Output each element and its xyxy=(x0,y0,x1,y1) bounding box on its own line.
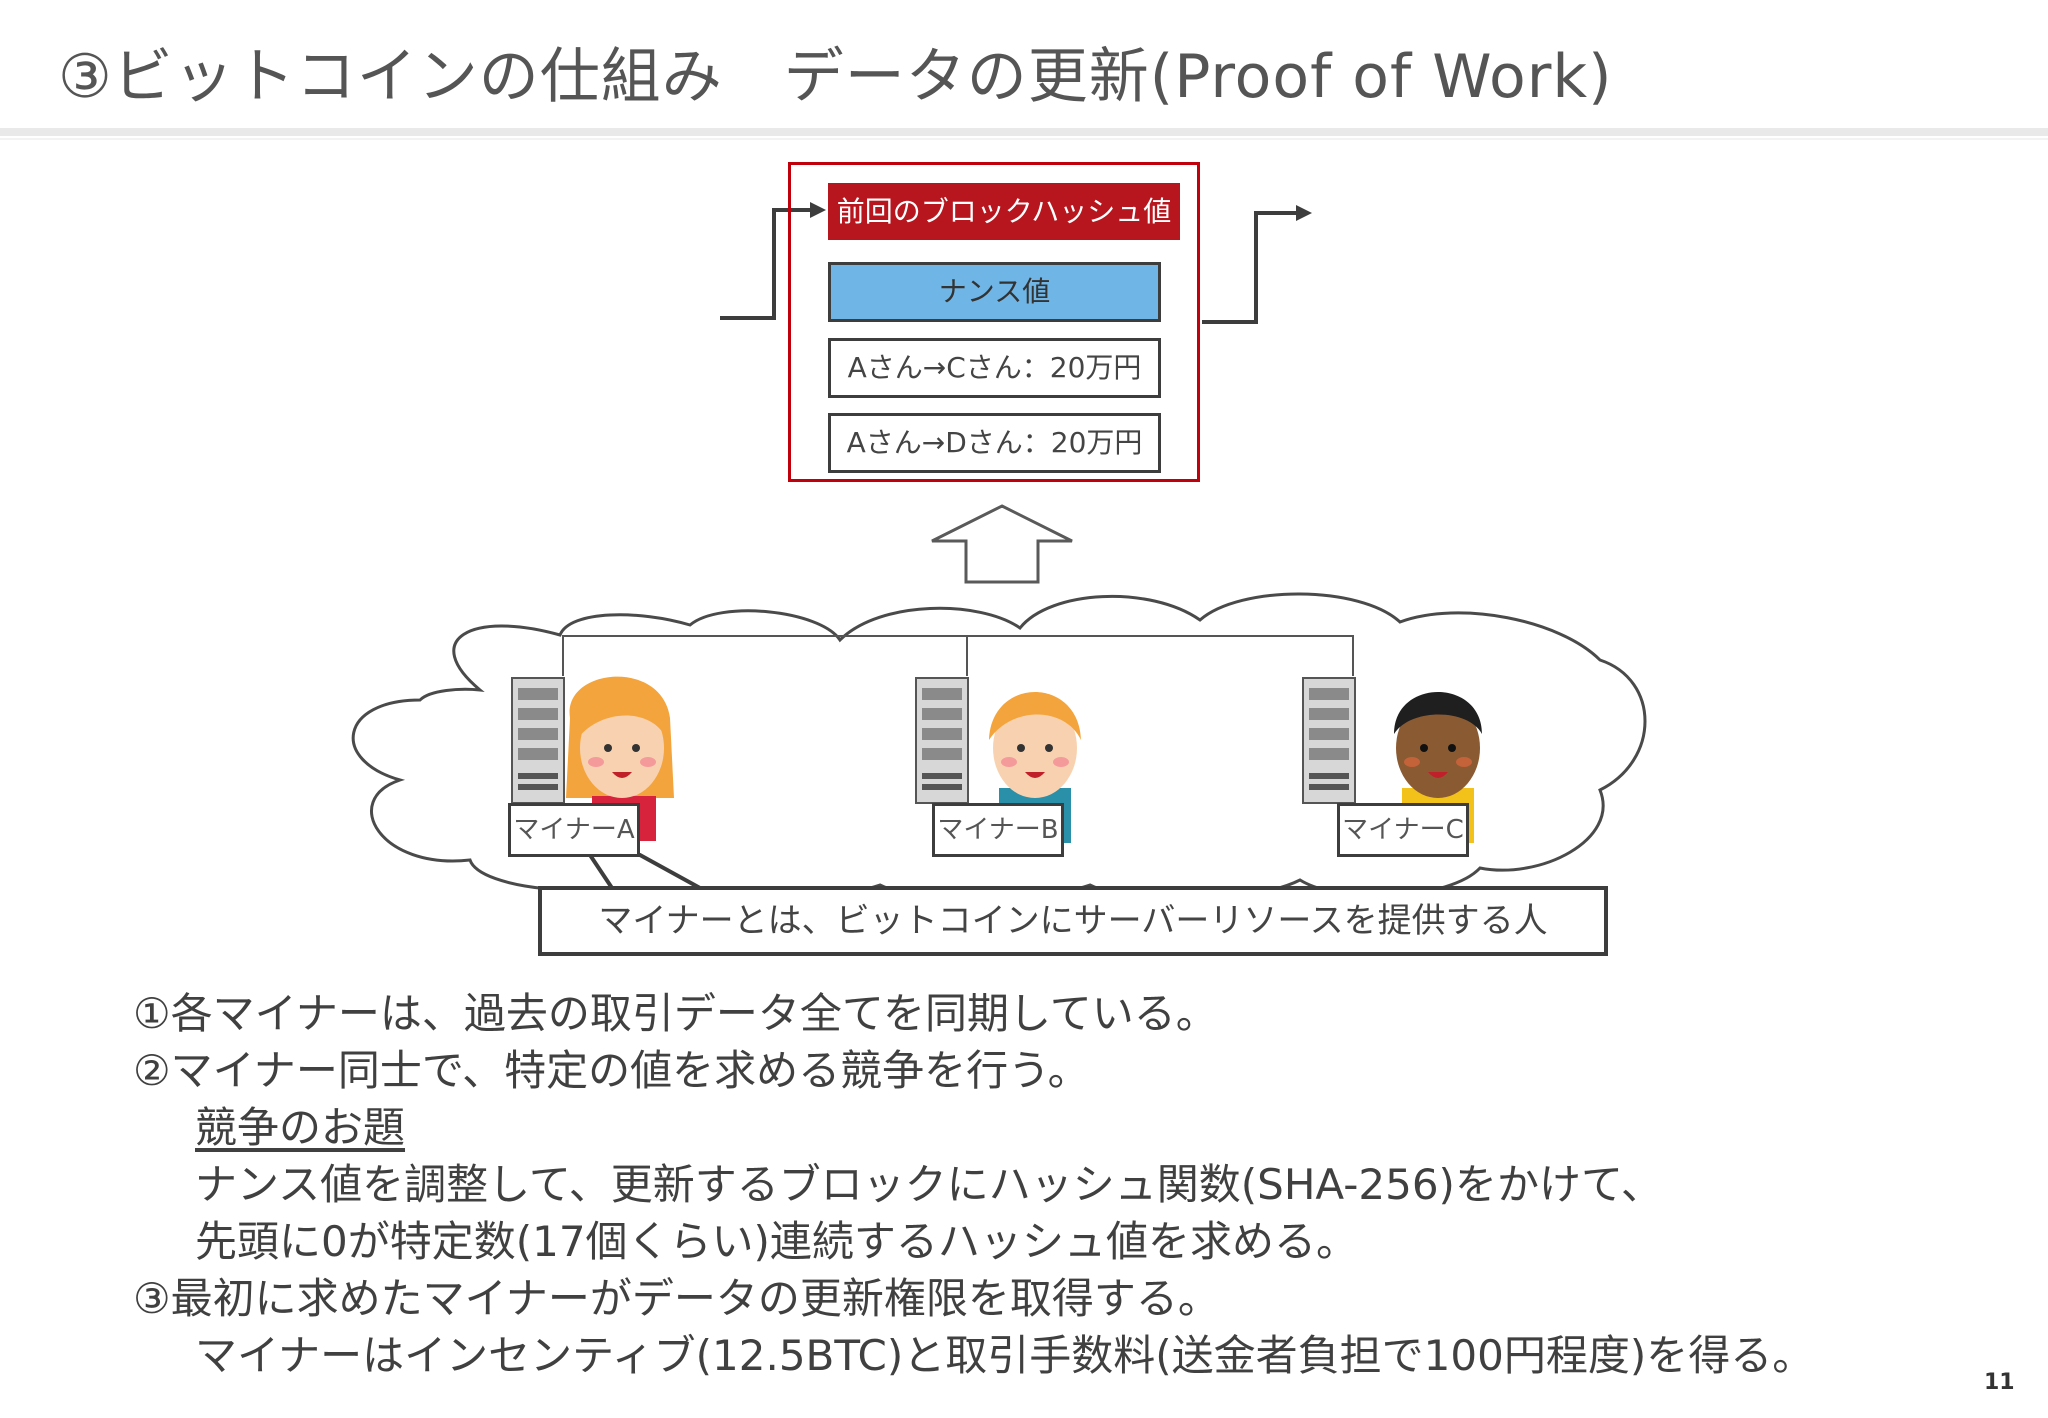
slide-title: ③ビットコインの仕組み データの更新(Proof of Work) xyxy=(58,42,1613,112)
miner-label-b: マイナーB xyxy=(932,803,1064,857)
prev-hash-field: 前回のブロックハッシュ値 xyxy=(828,183,1180,240)
chain-out-arrowhead xyxy=(1296,205,1312,221)
explanation-line-1: ①各マイナーは、過去の取引データ全てを同期している。 xyxy=(133,989,1218,1038)
explanation-line-5: 先頭に0が特定数(17個くらい)連続するハッシュ値を求める。 xyxy=(195,1217,1358,1266)
server-rack-c xyxy=(1302,677,1356,804)
chain-out-arrow xyxy=(1202,211,1298,324)
network-lines xyxy=(562,635,1354,676)
transaction-field-1: Aさん→Cさん：20万円 xyxy=(828,338,1161,398)
chain-in-arrow xyxy=(720,208,812,320)
title-divider-shadow xyxy=(0,138,2048,140)
explanation-line-6: ③最初に求めたマイナーがデータの更新権限を取得する。 xyxy=(133,1274,1220,1323)
chain-in-arrowhead xyxy=(810,202,826,218)
explanation-line-4: ナンス値を調整して、更新するブロックにハッシュ関数(SHA-256)をかけて、 xyxy=(195,1160,1663,1209)
miner-label-c: マイナーC xyxy=(1337,803,1469,857)
page-number: 11 xyxy=(1984,1370,2015,1395)
explanation-line-7: マイナーはインセンティブ(12.5BTC)と取引手数料(送金者負担で100円程度… xyxy=(195,1331,1815,1380)
competition-topic-heading: 競争のお題 xyxy=(195,1103,406,1152)
nonce-field: ナンス値 xyxy=(828,262,1161,322)
server-rack-b xyxy=(915,677,969,804)
miner-label-a: マイナーA xyxy=(508,803,640,857)
title-divider xyxy=(0,128,2048,136)
explanation-line-3: 競争のお題 xyxy=(133,1099,1814,1156)
server-rack-a xyxy=(511,677,565,804)
miner-definition-callout: マイナーとは、ビットコインにサーバーリソースを提供する人 xyxy=(538,886,1608,956)
transaction-field-2: Aさん→Dさん：20万円 xyxy=(828,413,1161,473)
block-frame xyxy=(788,162,1200,482)
up-arrow-icon xyxy=(931,504,1073,584)
explanation-text: ①各マイナーは、過去の取引データ全てを同期している。 ②マイナー同士で、特定の値… xyxy=(133,985,1814,1384)
explanation-line-2: ②マイナー同士で、特定の値を求める競争を行う。 xyxy=(133,1046,1090,1095)
